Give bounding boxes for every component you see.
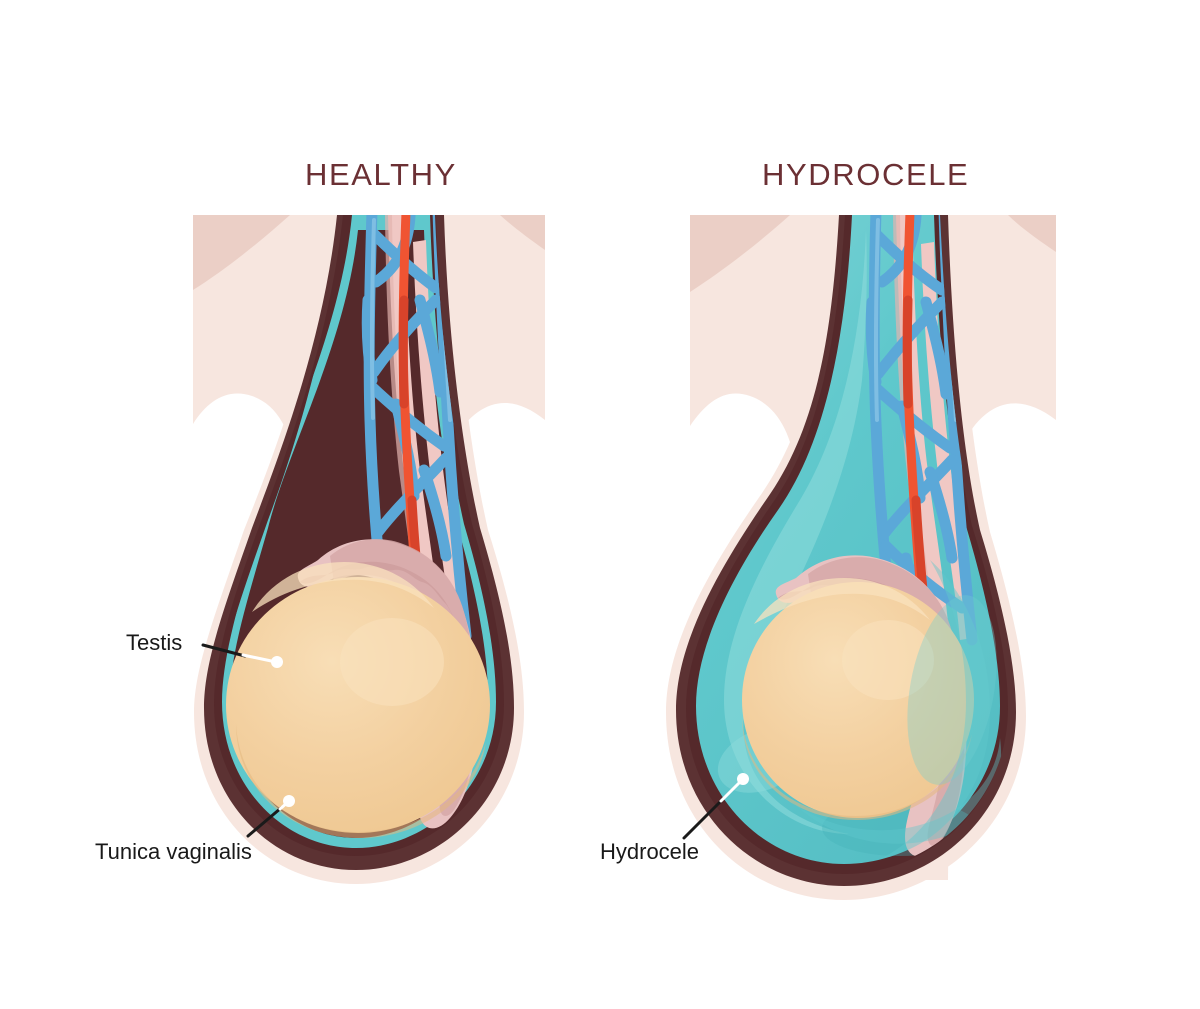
- tunica-vaginalis-healthy: [222, 215, 496, 848]
- hydrocele-fluid-overlay: [790, 560, 1002, 858]
- vas-deferens-healthy: [385, 215, 465, 638]
- panel-title-hydrocele: HYDROCELE: [762, 157, 970, 192]
- healthy-diagram: [193, 215, 545, 884]
- hydrocele-diagram: [666, 215, 1056, 900]
- pampiniform-plexus-healthy-highlights: [369, 218, 452, 422]
- pampiniform-plexus-hydrocele: [865, 215, 978, 676]
- pampiniform-plexus-healthy: [361, 215, 472, 674]
- epididymis-hydrocele: [775, 555, 967, 857]
- testicular-artery-healthy: [398, 215, 427, 649]
- callout-label-hydrocele: Hydrocele: [600, 839, 700, 864]
- callout-label-tunica-vaginalis: Tunica vaginalis: [95, 839, 252, 864]
- skin-block-healthy: [193, 215, 545, 860]
- leader-dot-tunica-vaginalis: [283, 795, 295, 807]
- skin-block-hydrocele: [690, 215, 1056, 880]
- epididymis-healthy: [297, 539, 479, 829]
- testis-hydrocele: [742, 578, 974, 820]
- panel-title-healthy: HEALTHY: [305, 157, 457, 192]
- leader-hydrocele: [682, 773, 749, 840]
- spermatic-cord-hydrocele: [865, 215, 978, 676]
- testis-healthy: [226, 562, 490, 838]
- scrotum-wall-hydrocele: [676, 215, 1016, 886]
- testicular-artery-hydrocele: [902, 215, 931, 649]
- leader-tunica-vaginalis: [246, 795, 295, 838]
- leader-testis: [201, 643, 283, 668]
- scrotum-wall-healthy: [204, 215, 514, 870]
- leader-dot-testis: [271, 656, 283, 668]
- vas-deferens-hydrocele: [893, 215, 973, 640]
- pampiniform-plexus-hydrocele-highlights: [873, 218, 958, 422]
- callout-leaders: [201, 643, 749, 840]
- scrotum-outer-skin-hydrocele: [666, 215, 1026, 900]
- callout-label-testis: Testis: [126, 630, 183, 655]
- spermatic-cord-healthy: [361, 215, 472, 674]
- leader-dot-hydrocele: [737, 773, 749, 785]
- scrotum-cavity-hydrocele: [686, 215, 1008, 874]
- scrotum-cavity-healthy: [214, 215, 504, 856]
- scrotum-outer-skin-healthy: [194, 215, 524, 884]
- hydrocele-fluid: [696, 215, 1000, 864]
